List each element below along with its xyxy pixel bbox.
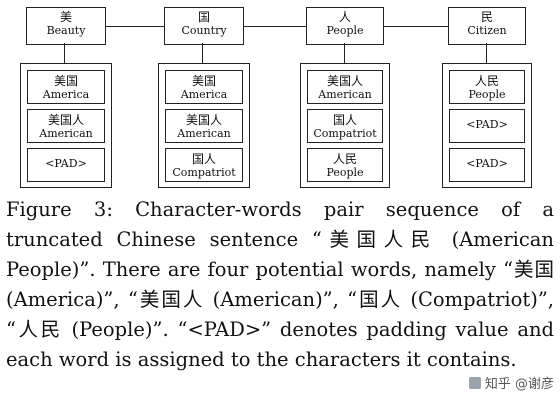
pad-label: <PAD>: [45, 157, 87, 170]
pad-box: <PAD>: [449, 148, 525, 182]
word-en: American: [318, 88, 372, 101]
character-en: People: [326, 24, 364, 37]
watermark: 知乎 @谢彦: [468, 373, 554, 392]
pad-label: <PAD>: [466, 118, 508, 131]
word-group-0: 美国 America 美国人 American <PAD>: [20, 63, 112, 188]
character-en: Citizen: [467, 24, 507, 37]
word-zh: 美国人: [185, 113, 222, 127]
word-group-2: 美国人 American 国人 Compatriot 人民 People: [300, 63, 390, 188]
word-box: 人民 People: [307, 148, 383, 182]
character-zh: 国: [197, 10, 210, 24]
pad-box: <PAD>: [27, 148, 105, 182]
word-en: America: [42, 88, 90, 101]
word-zh: 人民: [332, 152, 357, 166]
word-en: People: [326, 166, 364, 179]
word-zh: 国人: [191, 152, 216, 166]
character-box-3: 民 Citizen: [448, 7, 526, 45]
word-en: America: [180, 88, 228, 101]
character-word-connector: [344, 43, 345, 63]
word-group-3: 人民 People <PAD> <PAD>: [442, 63, 532, 188]
caption-text: Character-words pair sequence of a trunc…: [6, 198, 554, 371]
figure: 美 Beauty 国 Country 人 People 民 Citizen 美国…: [0, 0, 560, 190]
pad-label: <PAD>: [466, 157, 508, 170]
word-group-1: 美国 America 美国人 American 国人 Compatriot: [158, 63, 250, 188]
figure-caption: Figure 3: Character-words pair sequence …: [6, 195, 554, 375]
character-word-connector: [202, 43, 203, 63]
character-box-2: 人 People: [306, 7, 384, 45]
character-en: Beauty: [46, 24, 86, 37]
word-zh: 美国人: [326, 74, 363, 88]
word-box: 美国人 American: [165, 109, 243, 143]
word-zh: 国人: [332, 113, 357, 127]
word-box: 美国人 American: [27, 109, 105, 143]
character-zh: 美: [59, 10, 72, 24]
word-en: People: [468, 88, 506, 101]
zhihu-logo-icon: [468, 377, 481, 389]
character-word-connector: [486, 43, 487, 63]
character-zh: 人: [338, 10, 351, 24]
word-zh: 美国人: [47, 113, 84, 127]
word-box: 美国 America: [165, 70, 243, 104]
word-zh: 美国: [191, 74, 216, 88]
pad-box: <PAD>: [449, 109, 525, 143]
character-zh: 民: [480, 10, 493, 24]
caption-label: Figure 3:: [6, 198, 113, 221]
character-box-1: 国 Country: [164, 7, 244, 45]
word-box: 美国人 American: [307, 70, 383, 104]
character-en: Country: [181, 24, 227, 37]
word-en: Compatriot: [313, 127, 377, 140]
word-zh: 美国: [53, 74, 78, 88]
watermark-text: 知乎 @谢彦: [484, 377, 554, 392]
word-en: American: [39, 127, 93, 140]
word-en: American: [177, 127, 231, 140]
word-box: 人民 People: [449, 70, 525, 104]
word-box: 美国 America: [27, 70, 105, 104]
character-word-connector: [64, 43, 65, 63]
character-connector-line: [104, 26, 450, 27]
character-box-0: 美 Beauty: [26, 7, 106, 45]
word-box: 国人 Compatriot: [307, 109, 383, 143]
word-en: Compatriot: [172, 166, 236, 179]
word-zh: 人民: [474, 74, 499, 88]
word-box: 国人 Compatriot: [165, 148, 243, 182]
